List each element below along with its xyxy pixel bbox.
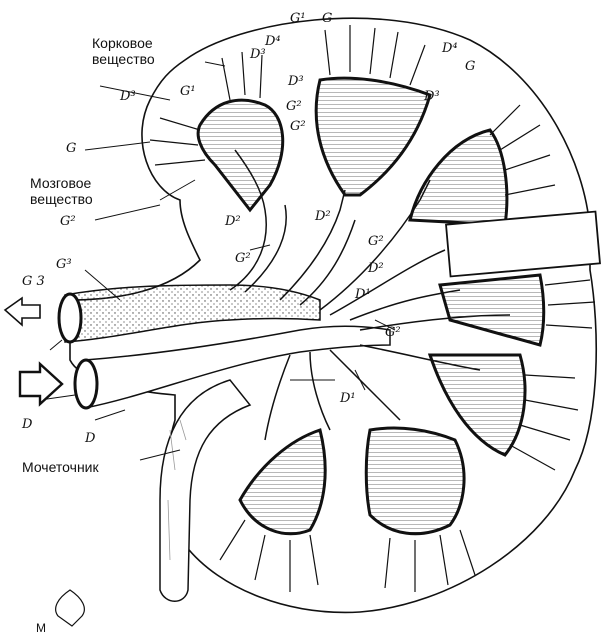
code-g2-d: G² [368, 234, 384, 249]
code-g2-left: G² [60, 214, 76, 229]
code-g2-e: G² [385, 325, 401, 340]
code-g-left: G [66, 141, 76, 156]
code-g2-a: G² [286, 99, 302, 114]
code-d4-right: D⁴ [441, 41, 458, 56]
code-d1-a: D¹ [354, 287, 371, 302]
code-g-right: G [465, 59, 475, 74]
code-d3-top: D³ [249, 47, 266, 62]
code-d4-top: D⁴ [264, 34, 281, 49]
code-d3-right: D³ [423, 89, 440, 104]
code-d-arrow: D [21, 417, 33, 432]
medulla-label-2: вещество [30, 191, 93, 207]
medulla-label-1: Мозговое [30, 175, 92, 191]
code-g1-top: G¹ [290, 11, 306, 26]
arrow-left-icon [5, 298, 40, 325]
code-g2-c: G² [235, 251, 251, 266]
code-g3-a: G³ [56, 257, 72, 272]
code-g1-left: G¹ [180, 84, 196, 99]
code-d2-b: D² [314, 209, 331, 224]
m-drop-icon [56, 590, 85, 626]
code-d-vessel: D [84, 431, 96, 446]
code-g3-arrow: G 3 [22, 274, 45, 289]
code-g2-b: G² [290, 119, 306, 134]
code-d1-b: D¹ [339, 391, 356, 406]
pyramid-7 [366, 428, 464, 534]
code-d3-left: D³ [119, 89, 136, 104]
code-d3-mid: D³ [287, 74, 304, 89]
ureter-label: Мочеточник [22, 459, 99, 475]
cortex-label-1: Корковое [92, 35, 153, 51]
code-g-top: G [322, 11, 332, 26]
code-d2-a: D² [224, 214, 241, 229]
m-label: M [36, 621, 46, 634]
code-d2-c: D² [367, 261, 384, 276]
cortex-label-2: вещество [92, 51, 155, 67]
